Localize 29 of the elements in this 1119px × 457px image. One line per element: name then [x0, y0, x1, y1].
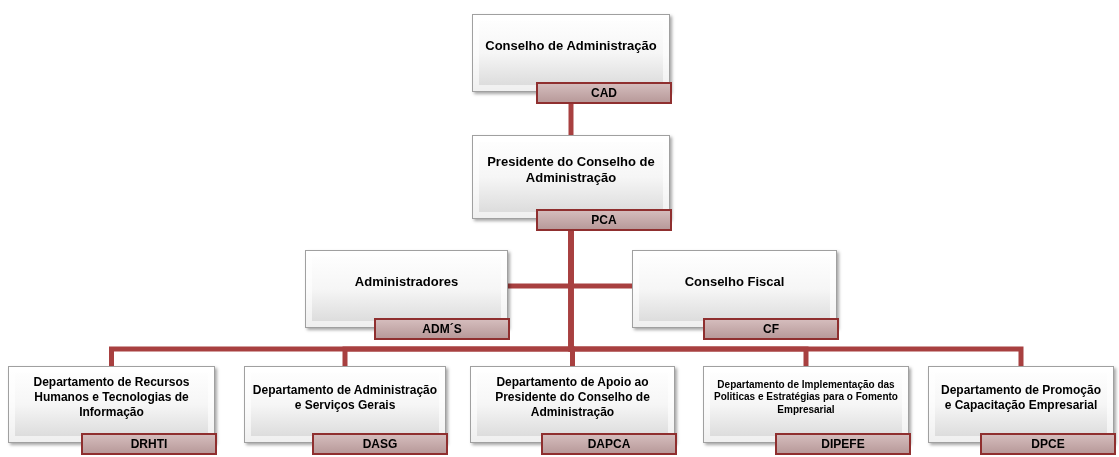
unit-title: Presidente do Conselho de Administração: [486, 153, 656, 187]
org-unit-box: [472, 135, 670, 231]
unit-title: Departamento de Recursos Humanos e Tecnologias de Informação: [32, 375, 191, 420]
org-unit-box: [632, 250, 837, 340]
unit-title: Departamento de Administração e Serviços Gerais: [252, 382, 438, 413]
org-unit-box: [305, 250, 508, 340]
connector-line: [568, 231, 1024, 366]
unit-title: Conselho Fiscal: [684, 273, 785, 291]
abbreviation-tab: DASG: [312, 433, 448, 455]
org-unit-box: [470, 366, 675, 455]
org-unit-box: [244, 366, 446, 455]
org-unit-box: [928, 366, 1114, 455]
unit-title: Departamento de Promoção e Capacitação Empresarial: [939, 382, 1102, 413]
connector-line: [568, 104, 574, 135]
unit-title: Conselho de Administração: [485, 37, 657, 55]
org-unit-box: [472, 14, 670, 104]
org-unit-box: [8, 366, 215, 455]
unit-title: Departamento de Apoio ao Presidente do Conselho de Administração: [494, 375, 651, 420]
abbreviation-tab: CF: [703, 318, 839, 340]
abbreviation-tab: DIPEFE: [775, 433, 911, 455]
abbreviation-tab: PCA: [536, 209, 672, 231]
abbreviation-tab: DAPCA: [541, 433, 677, 455]
unit-title: Departamento de Implementação das Politicas e Estratégias para o Fomento Empresarial: [713, 378, 899, 417]
abbreviation-tab: DPCE: [980, 433, 1116, 455]
org-unit-box: [703, 366, 909, 455]
abbreviation-tab: DRHTI: [81, 433, 217, 455]
abbreviation-tab: CAD: [536, 82, 672, 104]
unit-title: Administradores: [354, 273, 459, 291]
abbreviation-tab: ADM´S: [374, 318, 510, 340]
